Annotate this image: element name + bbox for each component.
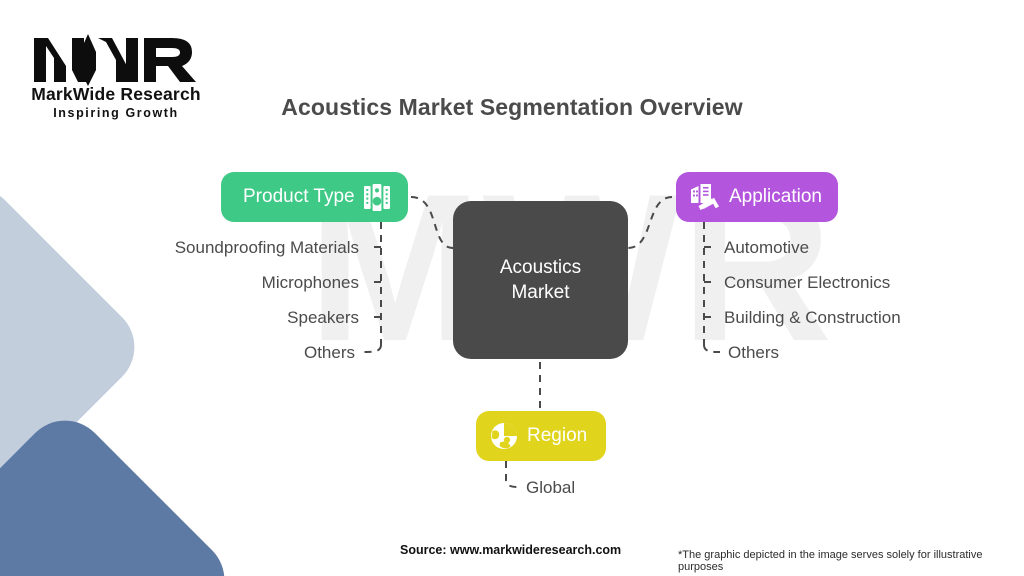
leaf-application-2[interactable]: Building & Construction bbox=[724, 308, 901, 327]
connector-product-to-center bbox=[410, 196, 454, 249]
logo-company-name: MarkWide Research bbox=[31, 84, 201, 104]
branch-node-product-type[interactable]: Product Type bbox=[221, 172, 408, 222]
leaf-product-type-1[interactable]: Microphones bbox=[261, 273, 359, 292]
leaf-product-type-2[interactable]: Speakers bbox=[287, 308, 359, 327]
branch-label-application: Application bbox=[729, 186, 822, 207]
connector-application-item-3 bbox=[703, 344, 721, 353]
center-node-line2: Market bbox=[511, 282, 570, 303]
leaf-application-3[interactable]: Others bbox=[728, 343, 780, 362]
branch-label-product-type: Product Type bbox=[243, 186, 355, 207]
connector-region-item-0 bbox=[505, 461, 521, 488]
leaf-product-type-0[interactable]: Soundproofing Materials bbox=[174, 238, 359, 257]
connector-product-item-3 bbox=[363, 344, 382, 353]
brand-logo: MarkWide Research Inspiring Growth bbox=[28, 30, 204, 126]
mwr-mark-icon bbox=[34, 34, 196, 86]
leaf-application-0[interactable]: Automotive bbox=[724, 238, 810, 257]
leaf-product-type-3[interactable]: Others bbox=[303, 343, 355, 362]
leaf-application-1[interactable]: Consumer Electronics bbox=[724, 273, 891, 292]
branch-node-application[interactable]: Application bbox=[676, 172, 838, 222]
branch-label-region: Region bbox=[527, 425, 588, 446]
logo-tagline: Inspiring Growth bbox=[53, 106, 179, 120]
globe-icon bbox=[490, 422, 518, 450]
speakers-icon bbox=[363, 183, 390, 211]
source-text: Source: www.markwideresearch.com bbox=[400, 543, 622, 557]
buildings-megaphone-icon bbox=[690, 183, 720, 211]
center-node-acoustics-market[interactable]: Acoustics Market bbox=[453, 201, 628, 359]
connector-application-to-center bbox=[627, 196, 673, 249]
disclaimer-text: *The graphic depicted in the image serve… bbox=[678, 549, 983, 573]
branch-node-region[interactable]: Region bbox=[476, 411, 606, 461]
page-title: Acoustics Market Segmentation Overview bbox=[281, 94, 743, 120]
leaf-region-0[interactable]: Global bbox=[526, 478, 576, 497]
center-node-line1: Acoustics bbox=[499, 257, 582, 278]
